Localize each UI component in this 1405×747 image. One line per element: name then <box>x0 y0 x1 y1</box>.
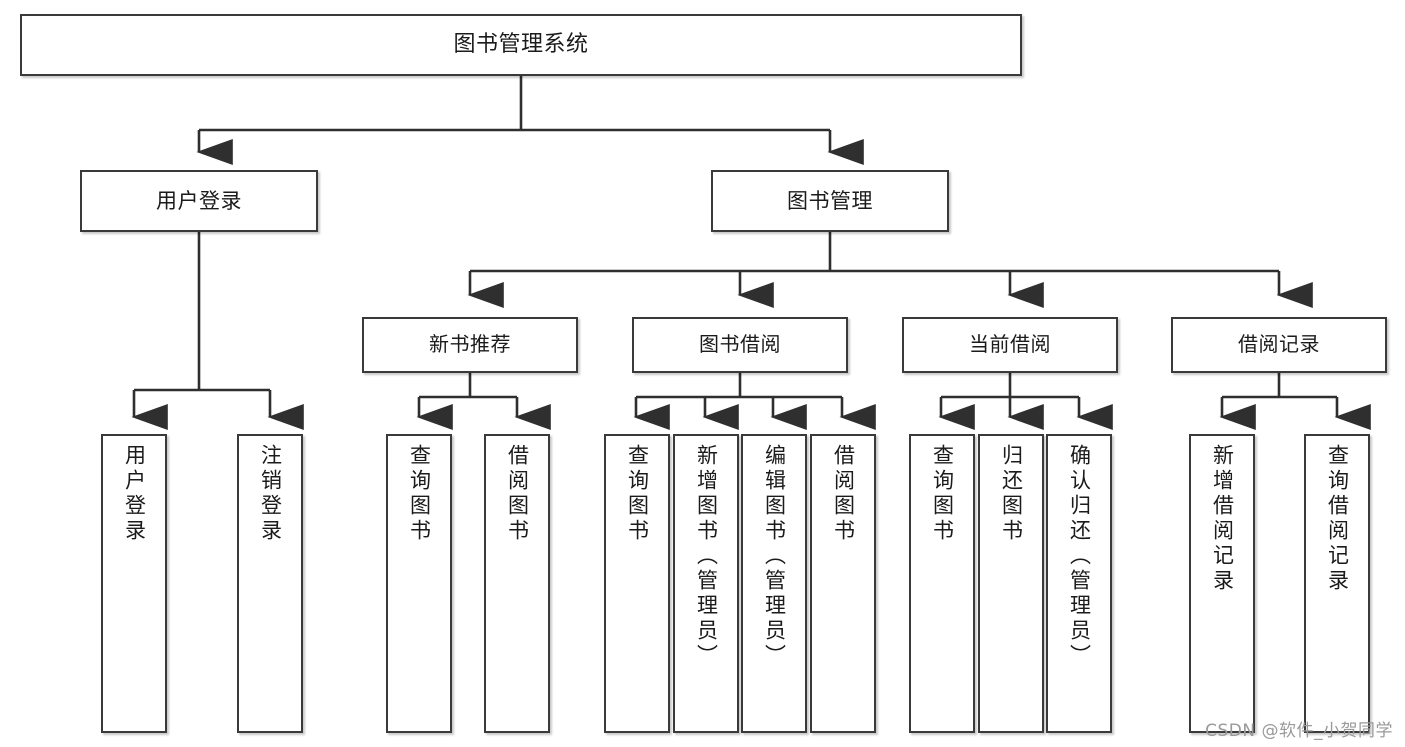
watermark-text: CSDN @软件_小贺同学 <box>1205 721 1393 741</box>
leaf-book-borrow-add-book-admin[interactable]: 新增图书（管理员） <box>673 434 739 733</box>
node-label: 新书推荐 <box>429 332 511 357</box>
node-label: 查询借阅记录 <box>1325 444 1350 594</box>
node-label: 图书管理系统 <box>453 32 589 58</box>
leaf-borrow-record-query-record[interactable]: 查询借阅记录 <box>1304 434 1370 733</box>
leaf-book-borrow-edit-book-admin[interactable]: 编辑图书（管理员） <box>741 434 807 733</box>
node-label: 用户登录 <box>122 444 147 544</box>
node-book-management[interactable]: 图书管理 <box>711 170 949 232</box>
node-label: 借阅记录 <box>1238 332 1320 357</box>
node-user-login[interactable]: 用户登录 <box>80 170 318 232</box>
leaf-new-book-borrow-books[interactable]: 借阅图书 <box>484 434 550 733</box>
node-label: 查询图书 <box>930 444 955 544</box>
node-label: 编辑图书（管理员） <box>762 444 787 669</box>
leaf-new-book-query-books[interactable]: 查询图书 <box>386 434 452 733</box>
leaf-borrow-record-add-record[interactable]: 新增借阅记录 <box>1189 434 1255 733</box>
node-current-borrowing[interactable]: 当前借阅 <box>902 317 1118 373</box>
node-root-book-management-system[interactable]: 图书管理系统 <box>20 14 1022 76</box>
leaf-book-borrow-borrow-books[interactable]: 借阅图书 <box>810 434 876 733</box>
node-label: 注销登录 <box>258 444 283 544</box>
leaf-current-borrow-return-books[interactable]: 归还图书 <box>978 434 1044 733</box>
node-label: 借阅图书 <box>831 444 856 544</box>
node-label: 查询图书 <box>407 444 432 544</box>
node-label: 查询图书 <box>625 444 650 544</box>
leaf-book-borrow-query-books[interactable]: 查询图书 <box>604 434 670 733</box>
node-label: 图书管理 <box>787 188 873 213</box>
leaf-current-borrow-confirm-return-admin[interactable]: 确认归还（管理员） <box>1046 434 1112 733</box>
node-borrowing-record[interactable]: 借阅记录 <box>1171 317 1387 373</box>
leaf-user-login-signout[interactable]: 注销登录 <box>237 434 303 733</box>
node-label: 新增图书（管理员） <box>694 444 719 669</box>
node-label: 确认归还（管理员） <box>1067 444 1092 669</box>
node-label: 新增借阅记录 <box>1210 444 1235 594</box>
node-new-book-recommendation[interactable]: 新书推荐 <box>362 317 578 373</box>
node-label: 归还图书 <box>999 444 1024 544</box>
node-book-borrowing[interactable]: 图书借阅 <box>632 317 848 373</box>
node-label: 借阅图书 <box>505 444 530 544</box>
leaf-user-login-signin[interactable]: 用户登录 <box>101 434 167 733</box>
node-label: 当前借阅 <box>969 332 1051 357</box>
node-label: 用户登录 <box>156 188 242 213</box>
node-label: 图书借阅 <box>699 332 781 357</box>
leaf-current-borrow-query-books[interactable]: 查询图书 <box>909 434 975 733</box>
